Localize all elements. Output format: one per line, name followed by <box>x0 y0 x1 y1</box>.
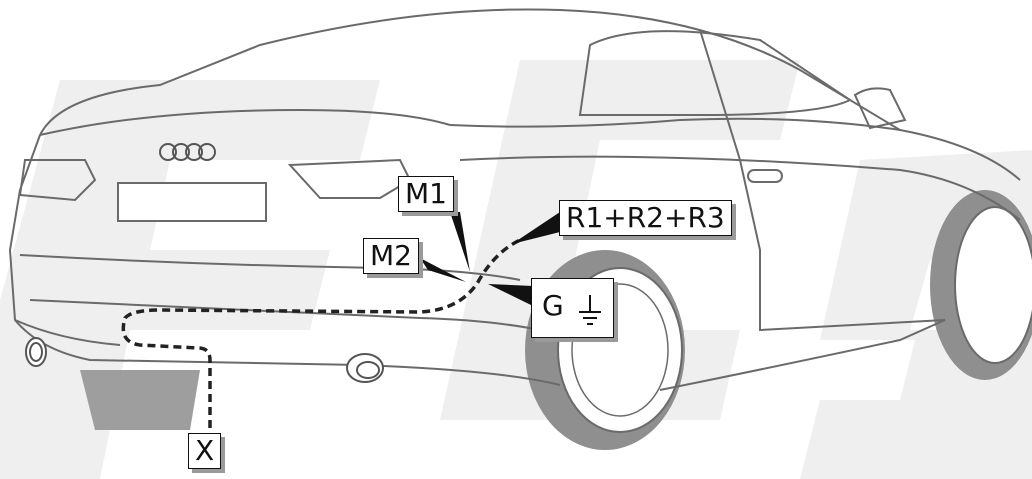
callout-ground: G <box>531 278 614 338</box>
exhaust-pipes <box>25 337 384 383</box>
callout-x-label: X <box>195 434 215 467</box>
ground-symbol-icon <box>578 295 601 325</box>
callout-m1: M1 <box>398 176 454 212</box>
wiring-harness <box>121 238 521 428</box>
door-handle <box>747 169 783 183</box>
callout-m2: M2 <box>363 238 419 274</box>
callout-x: X <box>188 433 222 469</box>
rear-lights <box>18 158 412 202</box>
callout-r1-r2-r3: R1+R2+R3 <box>559 200 732 236</box>
pointer-m1 <box>450 212 470 272</box>
pointer-m2 <box>420 258 466 282</box>
callout-m2-label: M2 <box>370 239 412 272</box>
callout-m1-label: M1 <box>405 177 447 210</box>
callout-g-label: G <box>542 289 564 322</box>
callout-r-label: R1+R2+R3 <box>566 201 725 234</box>
pointer-r <box>512 212 560 244</box>
license-plate <box>117 182 267 222</box>
callout-pointers <box>420 212 560 306</box>
audi-logo <box>159 143 216 161</box>
pointer-g <box>488 284 533 306</box>
